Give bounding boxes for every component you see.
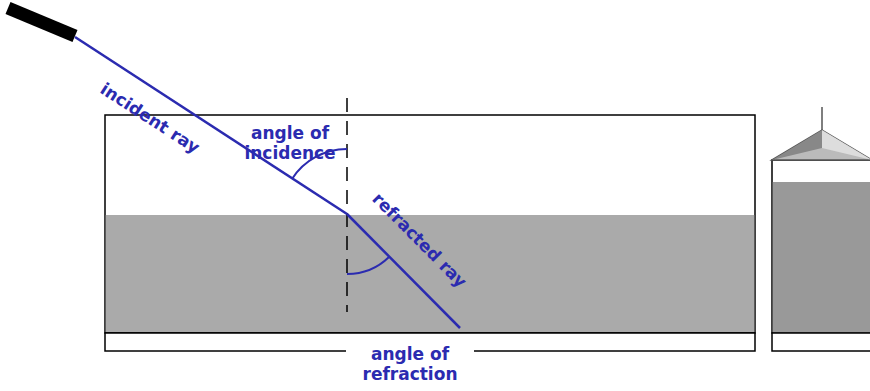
angle-label: angle of refraction bbox=[346, 344, 474, 384]
incident-ray bbox=[75, 37, 347, 214]
side-view-spire bbox=[821, 107, 823, 130]
refraction-arc bbox=[347, 257, 389, 274]
water bbox=[106, 215, 755, 332]
tank-outline bbox=[105, 115, 755, 333]
side-view-roof-light bbox=[822, 130, 870, 160]
side-view-base bbox=[772, 333, 870, 351]
torch bbox=[8, 8, 75, 36]
side-view-water bbox=[773, 182, 870, 332]
side-view-roof-shade bbox=[772, 130, 822, 160]
side-view-body bbox=[772, 160, 870, 333]
normal-line bbox=[346, 98, 348, 312]
angle-label: angle of incidence bbox=[234, 123, 346, 163]
side-view-roof bbox=[772, 130, 870, 160]
